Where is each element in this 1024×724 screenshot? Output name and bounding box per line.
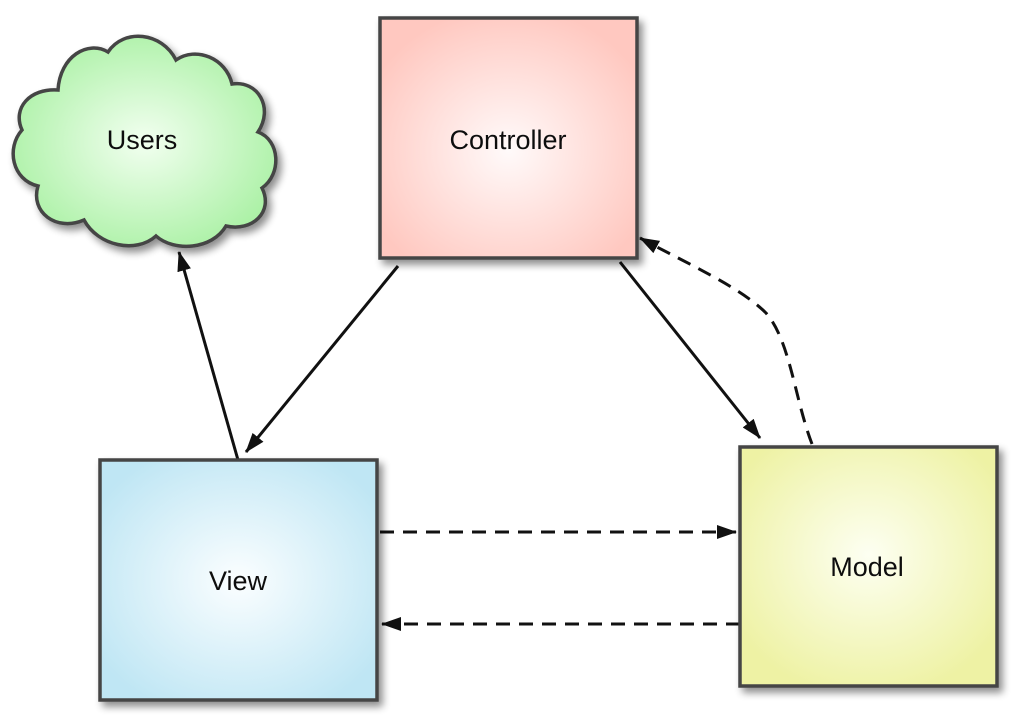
view-node: View [98, 458, 379, 702]
users-label: Users [107, 125, 178, 155]
view-box [98, 458, 379, 702]
edges [177, 236, 814, 631]
model-label: Model [830, 552, 904, 582]
controller-box [378, 16, 639, 260]
controller-label: Controller [449, 125, 566, 155]
edge-controller-to-view [244, 265, 400, 453]
edge-view-to-users [177, 251, 240, 461]
users-node: Users [11, 34, 278, 249]
model-box [738, 445, 999, 688]
view-label: View [209, 566, 268, 596]
edge-model-to-controller [639, 236, 814, 445]
model-node: Model [738, 445, 999, 688]
cloud-shape [11, 34, 278, 249]
controller-node: Controller [378, 16, 639, 260]
edge-controller-to-model [618, 261, 762, 439]
